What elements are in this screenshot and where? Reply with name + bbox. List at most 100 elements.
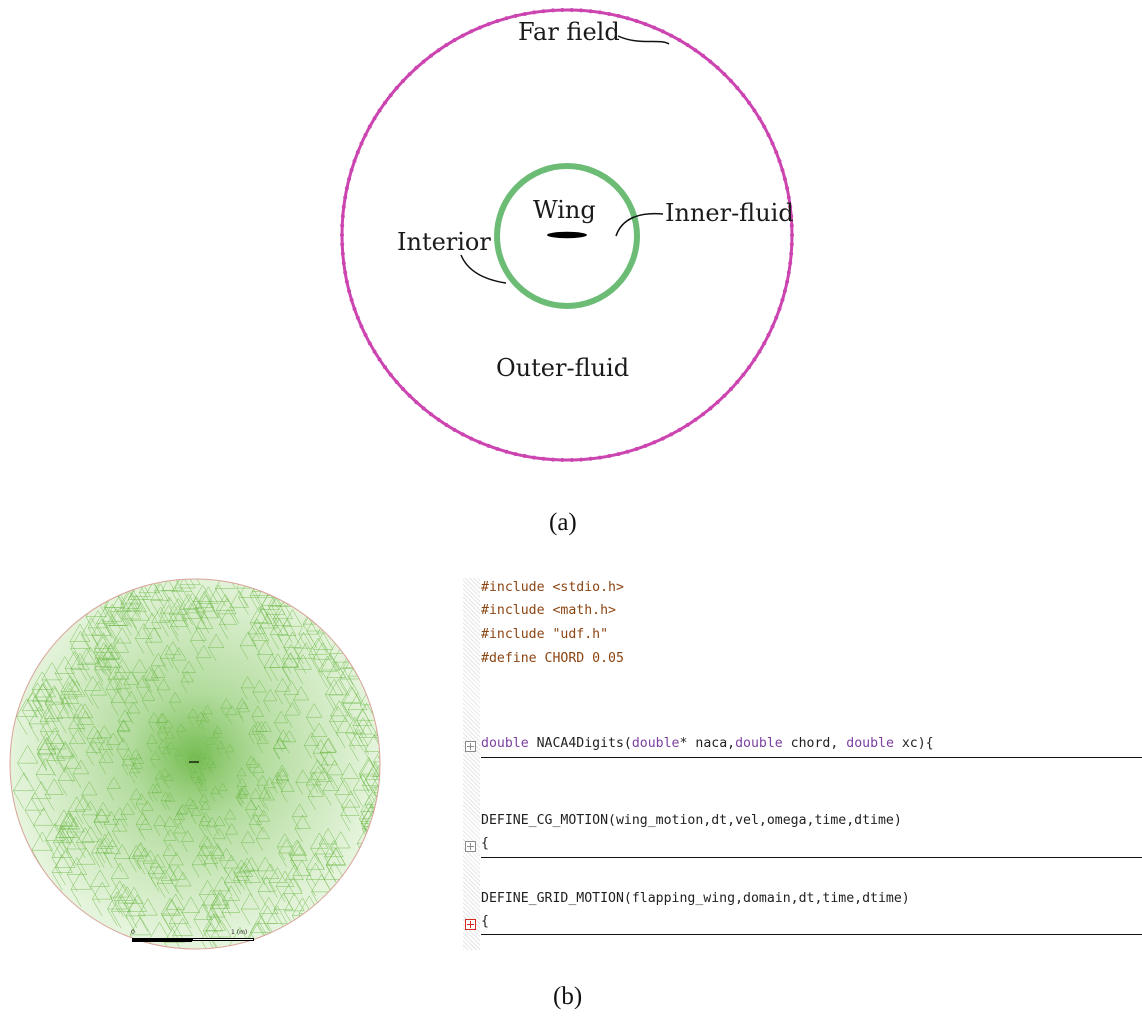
far-field-node (780, 298, 785, 302)
far-field-node (340, 233, 344, 237)
scale-bar (132, 935, 254, 942)
far-field-node (722, 72, 727, 77)
far-field-node (341, 204, 346, 209)
far-field-node (747, 365, 751, 370)
far-field-node (579, 8, 584, 13)
wing-shape (547, 231, 587, 239)
far-field-node (513, 452, 518, 457)
far-field-node (341, 261, 346, 266)
mesh-canvas (9, 578, 381, 950)
far-field-node (363, 133, 368, 137)
far-field-node (588, 456, 593, 461)
code-cg-motion: DEFINE_CG_MOTION(wing_motion,dt,vel,omeg… (481, 813, 902, 828)
far-field-node (788, 261, 793, 266)
far-field-node (560, 8, 565, 12)
domain-diagram (340, 8, 794, 462)
far-field-node (770, 141, 775, 146)
far-field-node (522, 12, 527, 16)
far-field-node (460, 33, 465, 38)
code-token: double (846, 736, 894, 751)
far-field-node (782, 289, 787, 293)
far-field-node (444, 43, 449, 47)
far-field-node (597, 10, 602, 15)
far-field-node (340, 214, 345, 219)
far-field-node (421, 406, 426, 411)
far-field-node (436, 417, 441, 422)
far-field-node (786, 270, 791, 275)
far-field-node (355, 150, 360, 155)
far-field-node (486, 22, 491, 27)
far-field-node (774, 150, 779, 155)
far-field-node (708, 59, 713, 64)
far-field-node (429, 53, 433, 58)
far-field-node (701, 53, 705, 58)
code-define-chord: #define CHORD 0.05 (481, 651, 624, 666)
far-field-node (677, 38, 682, 43)
far-field-node (762, 124, 767, 129)
far-field-node (421, 59, 426, 64)
far-field-node (344, 186, 349, 191)
far-field-node (477, 440, 482, 445)
far-field-node (429, 412, 433, 417)
scale-end: 1 (m) (231, 929, 248, 936)
far-field-node (401, 387, 405, 391)
far-field-node (669, 432, 674, 437)
far-field-node (460, 432, 465, 437)
code-naca-function: double NACA4Digits(double* naca,double c… (481, 736, 934, 751)
far-field-node (722, 393, 727, 398)
far-field-node (550, 8, 555, 13)
far-field-node (407, 72, 412, 77)
far-field-node (634, 19, 639, 23)
fold-rule (481, 757, 1142, 758)
far-field-node (359, 141, 364, 146)
far-field-node (766, 133, 771, 137)
far-field-node (343, 270, 348, 275)
code-grid-motion: DEFINE_GRID_MOTION(flapping_wing,domain,… (481, 891, 910, 906)
fold-toggle-cg-motion[interactable] (465, 841, 476, 852)
far-field-node (347, 177, 352, 181)
far-field-node (344, 279, 349, 284)
far-field-node (372, 116, 377, 121)
far-field-node (777, 159, 782, 163)
label-far-field: Far field (518, 18, 620, 46)
mesh-view (4, 578, 386, 950)
far-field-node (715, 65, 720, 70)
far-field-node (469, 29, 474, 34)
far-field-node (729, 387, 733, 391)
code-token: double (481, 736, 529, 751)
code-token: double (735, 736, 783, 751)
far-field-node (685, 43, 690, 47)
far-field-node (788, 204, 793, 209)
far-field-node (607, 12, 612, 16)
far-field-node (414, 400, 419, 405)
far-field-node (560, 458, 565, 462)
far-field-node (355, 315, 360, 320)
far-field-node (436, 48, 441, 53)
far-field-node (777, 307, 782, 311)
code-token: * naca, (679, 736, 736, 751)
far-field-node (469, 436, 474, 441)
fold-toggle-naca[interactable] (465, 741, 476, 752)
far-field-node (513, 13, 518, 18)
far-field-node (444, 423, 449, 427)
fold-rule (481, 857, 1142, 858)
far-field-node (789, 251, 794, 256)
far-field-node (634, 447, 639, 451)
far-field-node (532, 455, 537, 460)
far-field-node (735, 86, 740, 90)
far-field-node (708, 406, 713, 411)
far-field-node (625, 449, 630, 454)
caption-a: (a) (549, 509, 577, 536)
far-field-node (652, 440, 657, 445)
far-field-node (532, 10, 537, 15)
code-gutter (463, 578, 480, 950)
mesh-outer-boundary (9, 578, 381, 950)
far-field-node (780, 168, 785, 172)
far-field-node (616, 452, 621, 457)
panel-a-domain-diagram: Far field Wing Inner-fluid Interior Oute… (0, 0, 1142, 536)
code-brace: { (481, 914, 489, 929)
far-field-node (504, 449, 509, 454)
far-field-node (504, 16, 509, 21)
fold-toggle-grid-motion[interactable] (465, 919, 476, 930)
far-field-leader (617, 35, 670, 45)
